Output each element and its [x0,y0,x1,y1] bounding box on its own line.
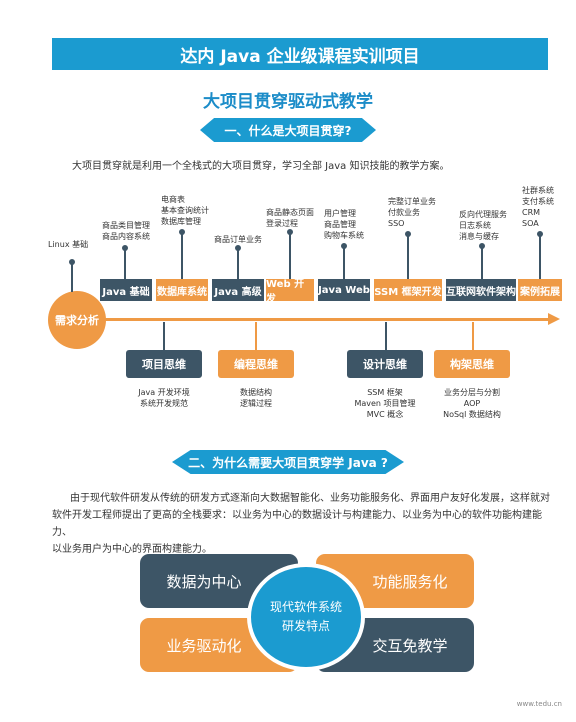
page-banner: 达内 Java 企业级课程实训项目 [52,38,548,70]
stage-stem [343,246,345,279]
mindset-stem [472,322,474,350]
stage-stem [407,234,409,279]
stage-case-extension: 案例拓展 [518,279,562,301]
stage-dot [341,243,347,249]
timeline-arrow-line [100,318,550,321]
mindset-programming: 编程思维 [218,350,294,378]
stage-topics-internet-arch: 反向代理服务日志系统消息与缓存 [459,210,507,241]
stage-java-basic: Java 基础 [100,279,152,301]
timeline-linux-label: Linux 基础 [48,240,89,249]
mindset-stem [255,322,257,350]
stage-stem [289,232,291,279]
stage-java-advanced: Java 高级 [212,279,264,301]
stage-topics-java-web: 用户管理商品管理购物车系统 [324,209,364,240]
stage-dot [122,245,128,251]
stage-web-dev: Web 开发 [266,279,314,305]
mindset-project-items: Java 开发环境系统开发规范 [138,388,190,408]
timeline-dot [69,259,75,265]
stage-dot [537,231,543,237]
stage-topics-web-dev: 商品静态页面登录过程 [266,208,314,228]
stage-database: 数据库系统 [156,279,208,301]
stage-stem [237,248,239,279]
stage-topics-java-basic: 商品类目管理商品内容系统 [102,221,150,241]
stage-stem [181,232,183,279]
timeline-stem [71,262,73,292]
mindset-design: 设计思维 [347,350,423,378]
section-2-heading: 二、为什么需要大项目贯穿学 Java ? [172,450,404,474]
section-2-text: 由于现代软件研发从传统的研发方式逐渐向大数据智能化、业务功能服务化、界面用户友好… [52,493,550,555]
stage-topics-java-advanced: 商品订单业务 [214,235,262,244]
mindset-architecture: 构架思维 [434,350,510,378]
section-1-text: 大项目贯穿就是利用一个全栈式的大项目贯穿，学习全部 Java 知识技能的教学方案… [72,161,450,172]
mindset-stem [385,322,387,350]
stage-java-web: Java Web [318,279,370,301]
timeline-arrow-head [548,313,560,325]
stage-stem [124,248,126,279]
section-1-heading: 一、什么是大项目贯穿? [200,118,376,142]
mindset-project: 项目思维 [126,350,202,378]
stage-dot [179,229,185,235]
stage-stem [539,234,541,279]
stage-stem [481,246,483,279]
stage-internet-arch: 互联网软件架构 [446,279,516,301]
center-circle: 现代软件系统研发特点 [247,563,365,671]
timeline-start-circle: 需求分析 [48,291,106,349]
footer-url: www.tedu.cn [516,700,562,708]
stage-dot [479,243,485,249]
mindset-programming-items: 数据结构逻辑过程 [240,388,272,408]
page-subtitle: 大项目贯穿驱动式教学 [203,92,373,112]
stage-ssm: SSM 框架开发 [374,279,442,301]
stage-dot [287,229,293,235]
mindset-stem [163,322,165,350]
stage-topics-database: 电商表基本查询统计数据库管理 [161,195,209,226]
stage-dot [405,231,411,237]
stage-dot [235,245,241,251]
